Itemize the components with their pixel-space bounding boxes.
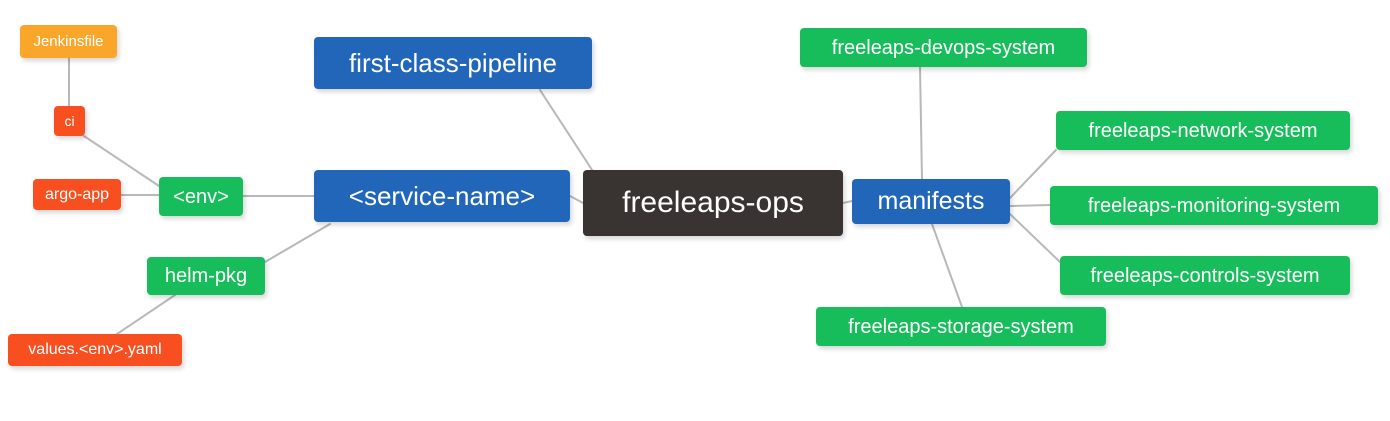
mindmap-node-helm-pkg[interactable]: helm-pkg [147,257,265,295]
mindmap-node-first-class-pipeline[interactable]: first-class-pipeline [314,37,592,89]
mindmap-node-manifests[interactable]: manifests [852,179,1010,224]
mindmap-node-ci[interactable]: ci [54,106,85,136]
edge-manifests-to-freeleaps-storage-system [931,223,963,308]
mindmap-node-values-env-yaml[interactable]: values.<env>.yaml [8,334,182,366]
edge-manifests-to-freeleaps-monitoring-system [1009,204,1051,207]
mindmap-node-env[interactable]: <env> [159,177,243,216]
mindmap-node-freeleaps-devops-system[interactable]: freeleaps-devops-system [800,28,1087,67]
mindmap-node-jenkinsfile[interactable]: Jenkinsfile [20,25,117,58]
edge-helm-pkg-to-values-env-yaml [116,294,176,335]
mindmap-node-freeleaps-monitoring-system[interactable]: freeleaps-monitoring-system [1050,186,1378,225]
mindmap-node-freeleaps-network-system[interactable]: freeleaps-network-system [1056,111,1350,150]
mindmap-node-service-name[interactable]: <service-name> [314,170,570,222]
edge-service-name-to-helm-pkg [264,223,331,263]
edge-manifests-to-freeleaps-devops-system [919,66,923,180]
mindmap-node-freeleaps-storage-system[interactable]: freeleaps-storage-system [816,307,1106,346]
edge-freeleaps-ops-to-service-name [569,195,584,204]
edge-freeleaps-ops-to-manifests [842,200,853,204]
mindmap-node-freeleaps-controls-system[interactable]: freeleaps-controls-system [1060,256,1350,295]
mindmap-node-argo-app[interactable]: argo-app [33,179,121,210]
edge-freeleaps-ops-to-first-class-pipeline [539,89,597,177]
mindmap-node-freeleaps-ops[interactable]: freeleaps-ops [583,170,843,236]
